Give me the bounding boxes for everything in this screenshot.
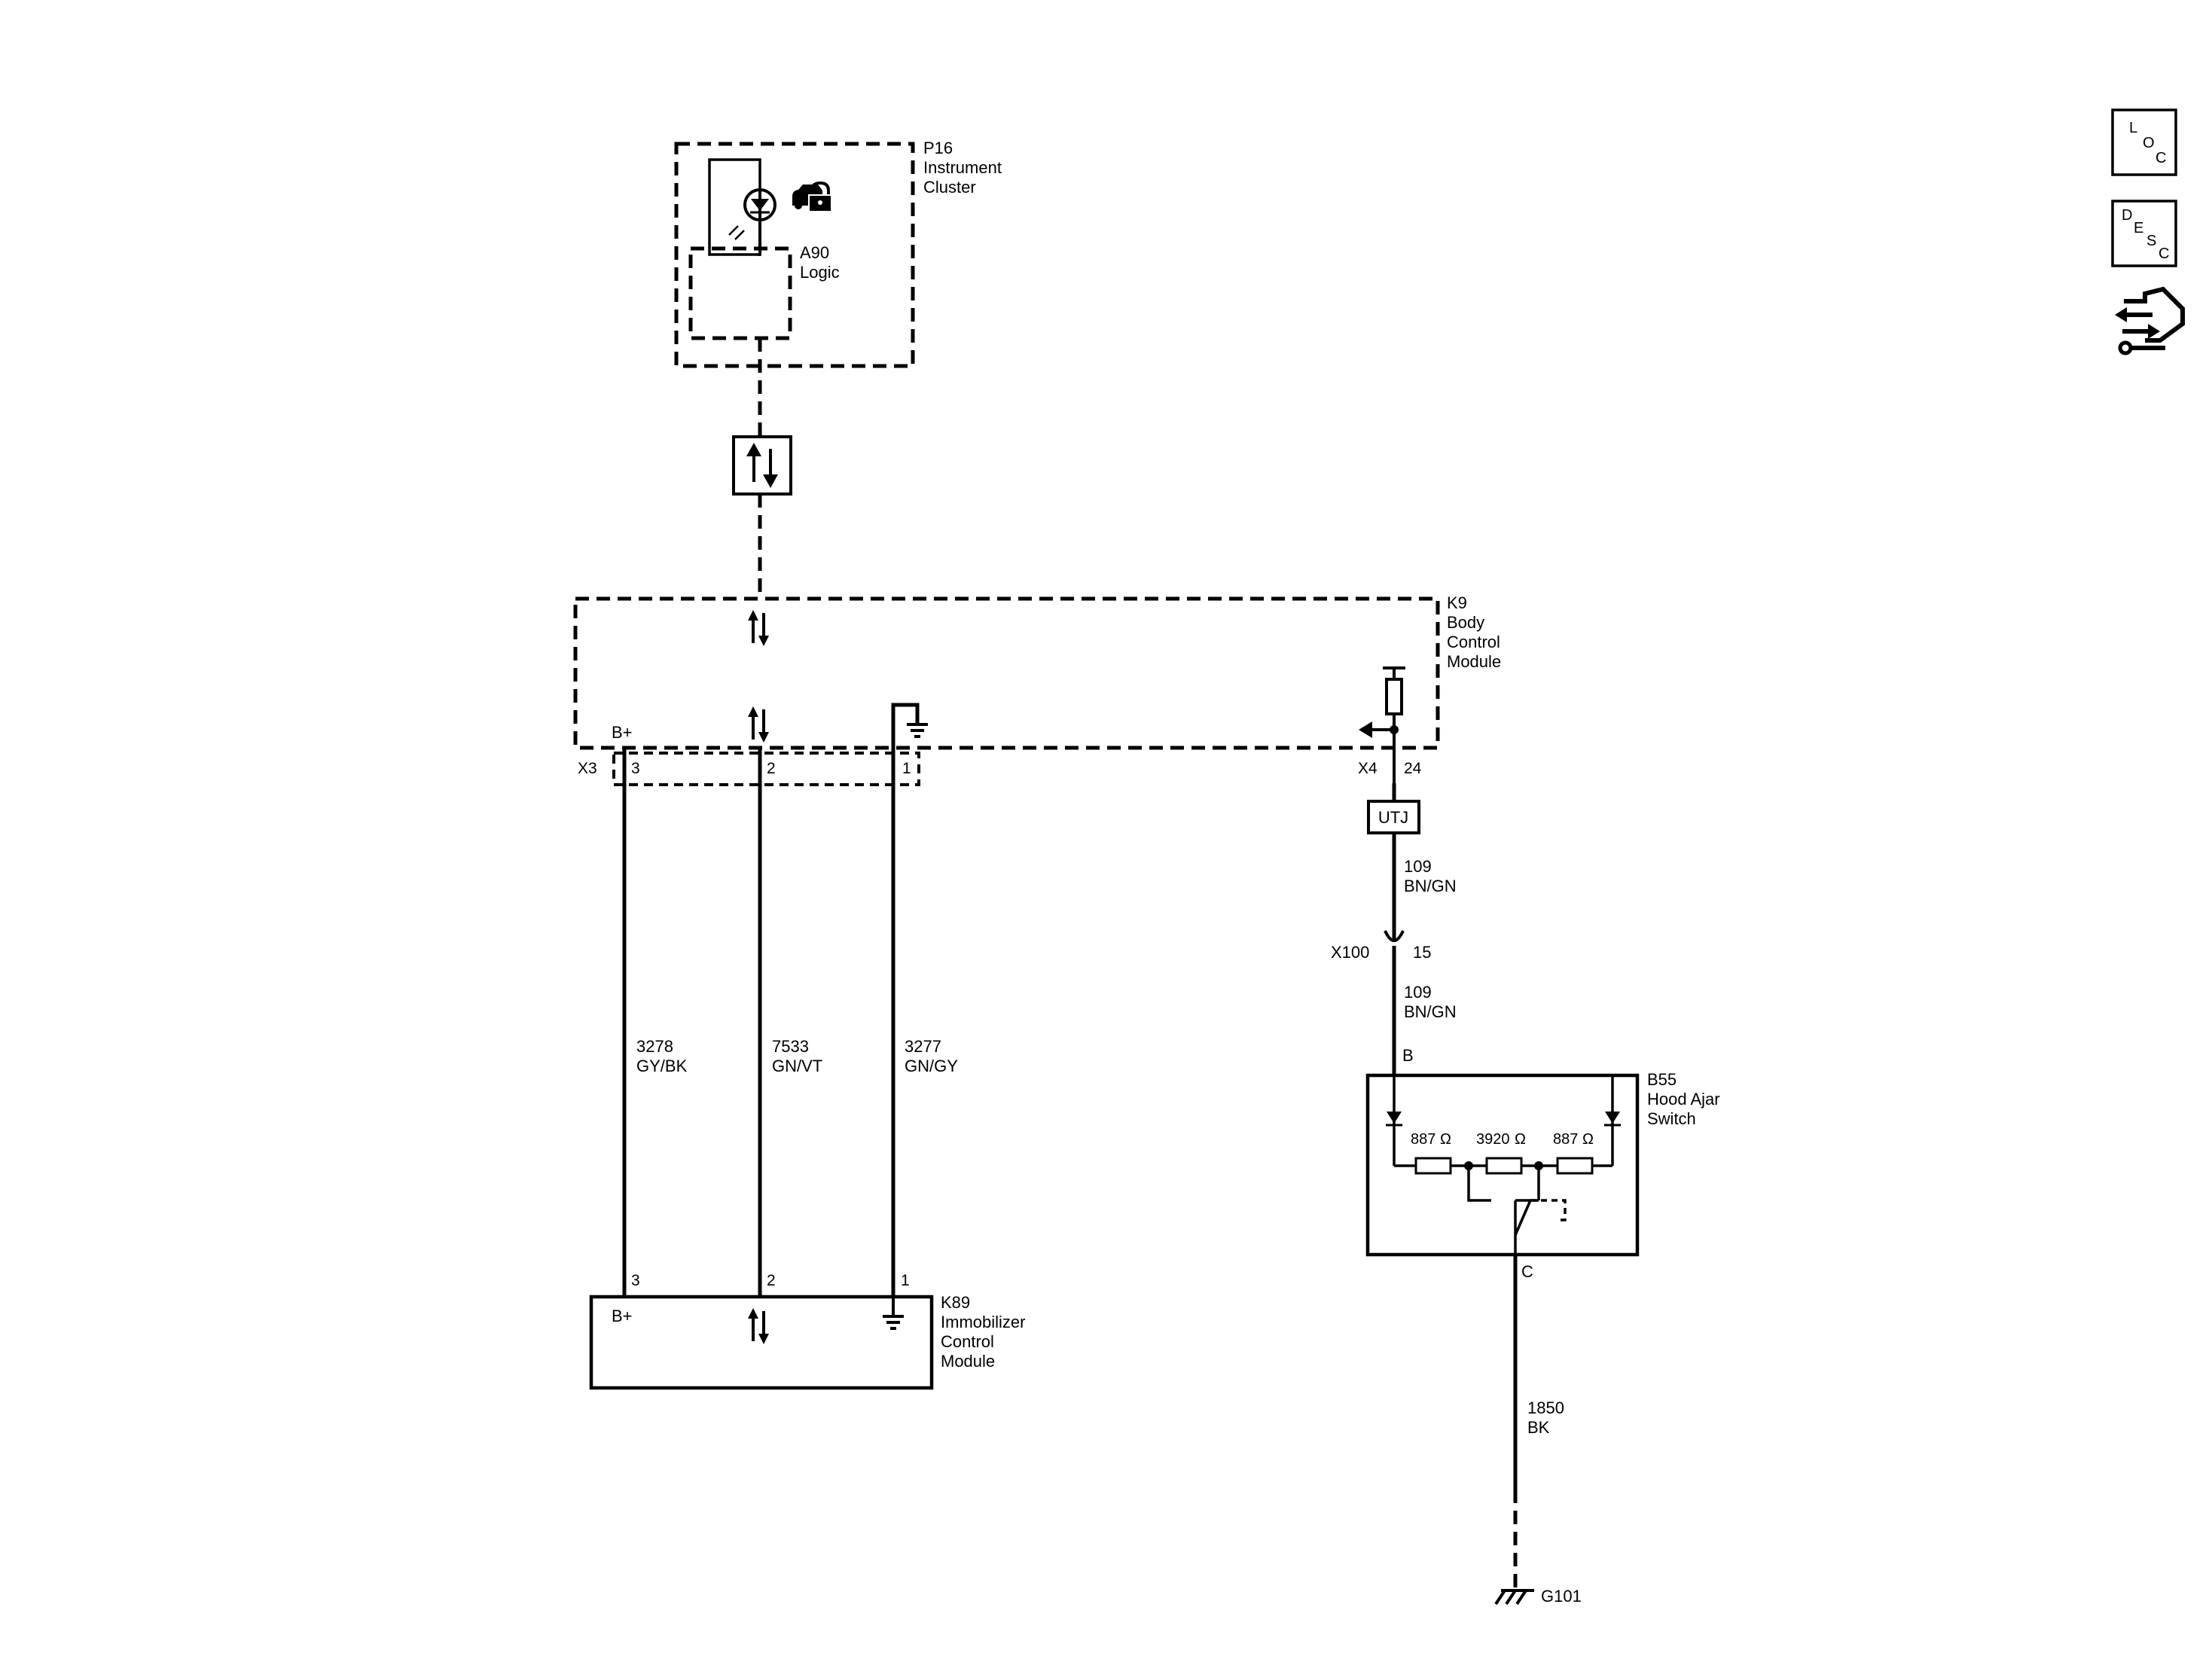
k9-bplus-label: B+ — [612, 723, 633, 742]
svg-text:BK: BK — [1527, 1418, 1550, 1437]
k89-bplus-label: B+ — [612, 1307, 633, 1325]
connector-views-button[interactable] — [2115, 286, 2185, 355]
x100-connector-label: X100 — [1331, 943, 1369, 962]
x100-inline-connector: X100 15 — [1331, 917, 1431, 962]
b55-name-line1: Hood Ajar — [1647, 1090, 1720, 1109]
loc-icon: L O C — [2129, 120, 2166, 166]
k9-name-line1: Body — [1447, 613, 1484, 632]
wire-7533: 7533 GN/VT — [758, 748, 822, 1297]
k89-pin-2: 2 — [767, 1272, 776, 1289]
svg-text:Ω: Ω — [1440, 1131, 1451, 1148]
svg-text:109: 109 — [1404, 983, 1432, 1002]
k89-ref: K89 — [941, 1293, 970, 1312]
p16-ref: P16 — [923, 139, 953, 157]
svg-text:C: C — [2156, 150, 2166, 166]
svg-text:GN/VT: GN/VT — [772, 1057, 822, 1075]
svg-text:BN/GN: BN/GN — [1404, 877, 1457, 895]
k89-pin-3: 3 — [631, 1272, 640, 1289]
utj-splice: UTJ — [1367, 800, 1420, 834]
desc-button[interactable]: D E S C — [2111, 200, 2177, 267]
x100-pin-15: 15 — [1413, 943, 1431, 962]
svg-text:O: O — [2143, 135, 2155, 151]
serial-data-arrows-icon — [746, 705, 770, 744]
g101-label: G101 — [1541, 1587, 1582, 1606]
k9-x4-pin-24: 24 — [1404, 760, 1422, 777]
svg-text:GN/GY: GN/GY — [905, 1057, 958, 1075]
a90-ref: A90 — [800, 243, 829, 262]
svg-text:D: D — [2122, 207, 2132, 224]
diode-icon — [1604, 1112, 1621, 1127]
ground-icon — [881, 1315, 905, 1330]
resistor-1-value: 887 — [1411, 1131, 1436, 1148]
svg-text:BN/GN: BN/GN — [1404, 1002, 1457, 1021]
x3-connector-label: X3 — [578, 760, 597, 777]
svg-text:109: 109 — [1404, 857, 1432, 876]
p16-instrument-cluster: P16 Instrument Cluster A90 Logic — [674, 139, 1002, 368]
p16-name-line1: Instrument — [923, 158, 1002, 177]
b55-pin-c: C — [1521, 1262, 1533, 1281]
svg-text:3277: 3277 — [905, 1037, 941, 1056]
svg-text:L: L — [2129, 120, 2137, 136]
svg-text:GY/BK: GY/BK — [636, 1057, 688, 1075]
resistor-3-value: 887 — [1553, 1131, 1578, 1148]
svg-text:3278: 3278 — [636, 1037, 673, 1056]
resistor-2-value: 3920 — [1476, 1131, 1510, 1148]
b55-name-line2: Switch — [1647, 1109, 1696, 1128]
diode-icon — [1386, 1112, 1402, 1127]
serial-data-arrows-icon — [746, 1307, 770, 1346]
ground-icon — [905, 723, 929, 738]
svg-text:7533: 7533 — [772, 1037, 809, 1056]
desc-icon: D E S C — [2122, 207, 2169, 262]
k89-name-line2: Control — [941, 1332, 994, 1351]
svg-text:UTJ: UTJ — [1378, 808, 1408, 827]
wire-3277: 3277 GN/GY — [891, 785, 958, 1297]
k89-pin-1: 1 — [901, 1272, 910, 1289]
svg-text:S: S — [2146, 233, 2156, 249]
wire-3278: 3278 GY/BK — [622, 748, 688, 1297]
k89-immobilizer-control-module: 3 2 1 B+ K89 Immobilizer Control Module — [589, 1272, 1025, 1390]
svg-text:Ω: Ω — [1582, 1131, 1594, 1148]
lamp-icon — [728, 188, 776, 255]
b55-hood-ajar-switch: B B55 Hood Ajar Switch 887 Ω 3920 Ω 887 … — [1365, 1046, 1720, 1281]
connector-views-icon — [2115, 286, 2185, 355]
a90-logic: A90 Logic — [688, 243, 840, 340]
wire-109-upper: 109 BN/GN — [1392, 833, 1457, 920]
serial-data-icon — [732, 435, 792, 496]
a90-name: Logic — [800, 263, 840, 282]
k9-x3-pin-3: 3 — [631, 760, 640, 777]
svg-text:E: E — [2134, 220, 2143, 236]
svg-text:C: C — [2159, 246, 2169, 262]
p16-name-line2: Cluster — [923, 178, 976, 197]
k89-name-line3: Module — [941, 1352, 995, 1371]
security-car-lock-icon — [792, 181, 832, 212]
loc-button[interactable]: L O C — [2111, 108, 2177, 176]
b55-ref: B55 — [1647, 1070, 1677, 1089]
k9-x3-pin-2: 2 — [767, 760, 776, 777]
chassis-ground-icon: G101 — [1494, 1587, 1582, 1606]
serial-data-arrows-icon — [746, 608, 770, 648]
k9-name-line3: Module — [1447, 652, 1501, 671]
b55-pin-b: B — [1402, 1046, 1414, 1065]
wire-1850: 1850 BK — [1513, 1255, 1564, 1590]
svg-text:Ω: Ω — [1515, 1131, 1526, 1148]
k9-body-control-module: K9 Body Control Module B+ X3 3 2 1 X4 24 — [573, 593, 1501, 789]
fuse-icon — [1359, 666, 1405, 789]
k9-x3-pin-1: 1 — [902, 760, 911, 777]
k89-name-line1: Immobilizer — [941, 1313, 1025, 1331]
wire-109-lower: 109 BN/GN — [1392, 946, 1457, 1075]
svg-text:1850: 1850 — [1527, 1398, 1564, 1417]
x4-connector-label: X4 — [1358, 760, 1378, 777]
k9-name-line2: Control — [1447, 633, 1500, 651]
k9-ref: K9 — [1447, 593, 1467, 612]
